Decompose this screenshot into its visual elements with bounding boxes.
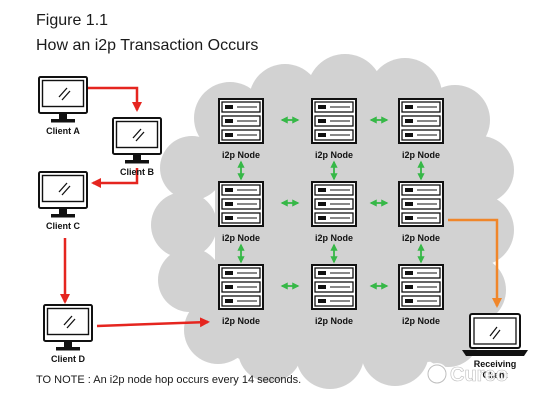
server-rack-icon <box>311 264 357 310</box>
receiving-client: Receiving Client <box>462 313 528 380</box>
i2p-node: i2p Node <box>311 98 357 160</box>
i2p-node: i2p Node <box>218 264 264 326</box>
server-rack-icon <box>218 98 264 144</box>
node-label: i2p Node <box>222 150 260 160</box>
client-b: Client B <box>112 117 162 177</box>
i2p-node: i2p Node <box>311 264 357 326</box>
monitor-icon <box>112 117 162 165</box>
figure-subtitle: How an i2p Transaction Occurs <box>36 37 259 54</box>
node-label: i2p Node <box>222 233 260 243</box>
brand-watermark: Cureo <box>426 363 508 386</box>
server-rack-icon <box>398 98 444 144</box>
server-rack-icon <box>218 181 264 227</box>
client-b-label: Client B <box>120 167 155 177</box>
client-c: Client C <box>38 171 88 231</box>
laptop-icon <box>462 313 528 356</box>
node-label: i2p Node <box>315 233 353 243</box>
server-rack-icon <box>218 264 264 310</box>
node-label: i2p Node <box>402 150 440 160</box>
brand-logo: Cureo <box>450 364 508 386</box>
node-label: i2p Node <box>222 316 260 326</box>
client-d-label: Client D <box>51 354 86 364</box>
receiving-label: Receiving <box>474 359 517 369</box>
node-label: i2p Node <box>402 233 440 243</box>
i2p-node: i2p Node <box>218 98 264 160</box>
node-label: i2p Node <box>315 316 353 326</box>
client-a: Client A <box>38 76 88 136</box>
node-label: i2p Node <box>402 316 440 326</box>
server-rack-icon <box>311 181 357 227</box>
client-d: Client D <box>43 304 93 364</box>
i2p-node: i2p Node <box>311 181 357 243</box>
i2p-node: i2p Node <box>398 98 444 160</box>
i2p-node: i2p Node <box>398 264 444 326</box>
client-c-label: Client C <box>46 221 81 231</box>
node-links <box>237 116 425 290</box>
footnote: TO NOTE : An i2p node hop occurs every 1… <box>36 374 302 386</box>
figure-title: Figure 1.1 <box>36 12 109 29</box>
monitor-icon <box>43 304 93 352</box>
server-rack-icon <box>398 264 444 310</box>
server-rack-icon <box>311 98 357 144</box>
receiving-label: Client <box>482 370 507 380</box>
network-cloud <box>151 54 514 389</box>
i2p-node: i2p Node <box>398 181 444 243</box>
server-rack-icon <box>398 181 444 227</box>
client-route <box>60 86 210 328</box>
i2p-node: i2p Node <box>218 181 264 243</box>
monitor-icon <box>38 76 88 124</box>
exit-route <box>448 218 502 308</box>
monitor-icon <box>38 171 88 219</box>
client-a-label: Client A <box>46 126 80 136</box>
node-label: i2p Node <box>315 150 353 160</box>
